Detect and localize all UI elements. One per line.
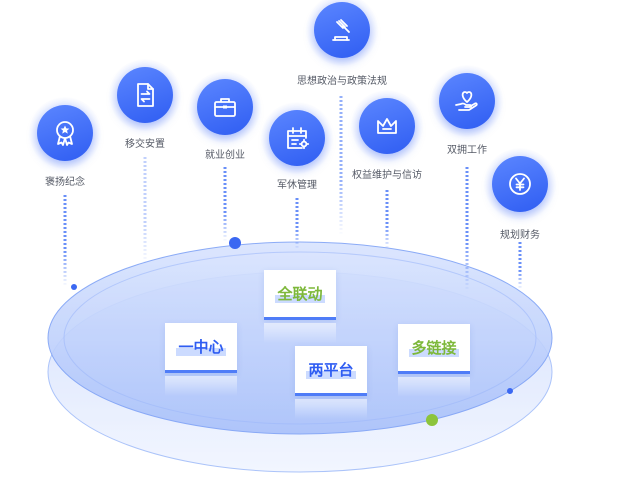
card-label: 多链接	[409, 339, 459, 357]
document-transfer-icon	[137, 83, 154, 107]
card-label: 两平台	[306, 361, 356, 379]
dotted-connector	[143, 157, 147, 267]
service-label: 权益维护与信访	[352, 170, 422, 181]
card-two-platforms[interactable]: 两平台	[295, 346, 367, 419]
platform-inner-ring	[63, 251, 537, 425]
service-label: 移交安置	[125, 139, 165, 150]
card-label: 一中心	[176, 338, 226, 356]
card-reflection	[295, 399, 367, 419]
card-underline	[295, 393, 367, 396]
heart-hand-icon	[455, 91, 478, 111]
card-full-linkage[interactable]: 全联动	[264, 270, 336, 343]
card-label: 全联动	[275, 285, 325, 303]
dotted-connector	[223, 167, 227, 242]
service-label: 思想政治与政策法规	[297, 76, 387, 87]
orbit-dot-green	[426, 414, 438, 426]
crown-icon	[377, 118, 397, 134]
card-reflection	[264, 323, 336, 343]
service-label: 双拥工作	[447, 145, 487, 156]
orbit-dot-blue-small-right	[507, 388, 513, 394]
yuan-coin-icon	[509, 173, 531, 195]
card-underline	[165, 370, 237, 373]
service-label: 褒扬纪念	[45, 177, 85, 188]
card-one-center[interactable]: 一中心	[165, 323, 237, 396]
card-multi-link[interactable]: 多链接	[398, 324, 470, 397]
medal-icon	[56, 121, 74, 146]
dotted-connector	[295, 198, 299, 250]
service-label: 规划财务	[500, 230, 540, 241]
card-reflection	[398, 377, 470, 397]
orbit-dot-blue-small-left	[71, 284, 77, 290]
card-underline	[264, 317, 336, 320]
briefcase-icon	[214, 98, 236, 117]
dotted-connector	[339, 96, 343, 236]
dotted-connector	[465, 167, 469, 292]
gavel-icon	[332, 19, 350, 41]
dotted-connector	[385, 190, 389, 250]
service-label: 就业创业	[205, 150, 245, 161]
dotted-connector	[63, 195, 67, 287]
orbit-dot-blue-large	[229, 237, 241, 249]
calendar-settings-icon	[287, 127, 310, 150]
card-underline	[398, 371, 470, 374]
service-label: 军休管理	[277, 180, 317, 191]
card-reflection	[165, 376, 237, 396]
dotted-connector	[518, 242, 522, 290]
